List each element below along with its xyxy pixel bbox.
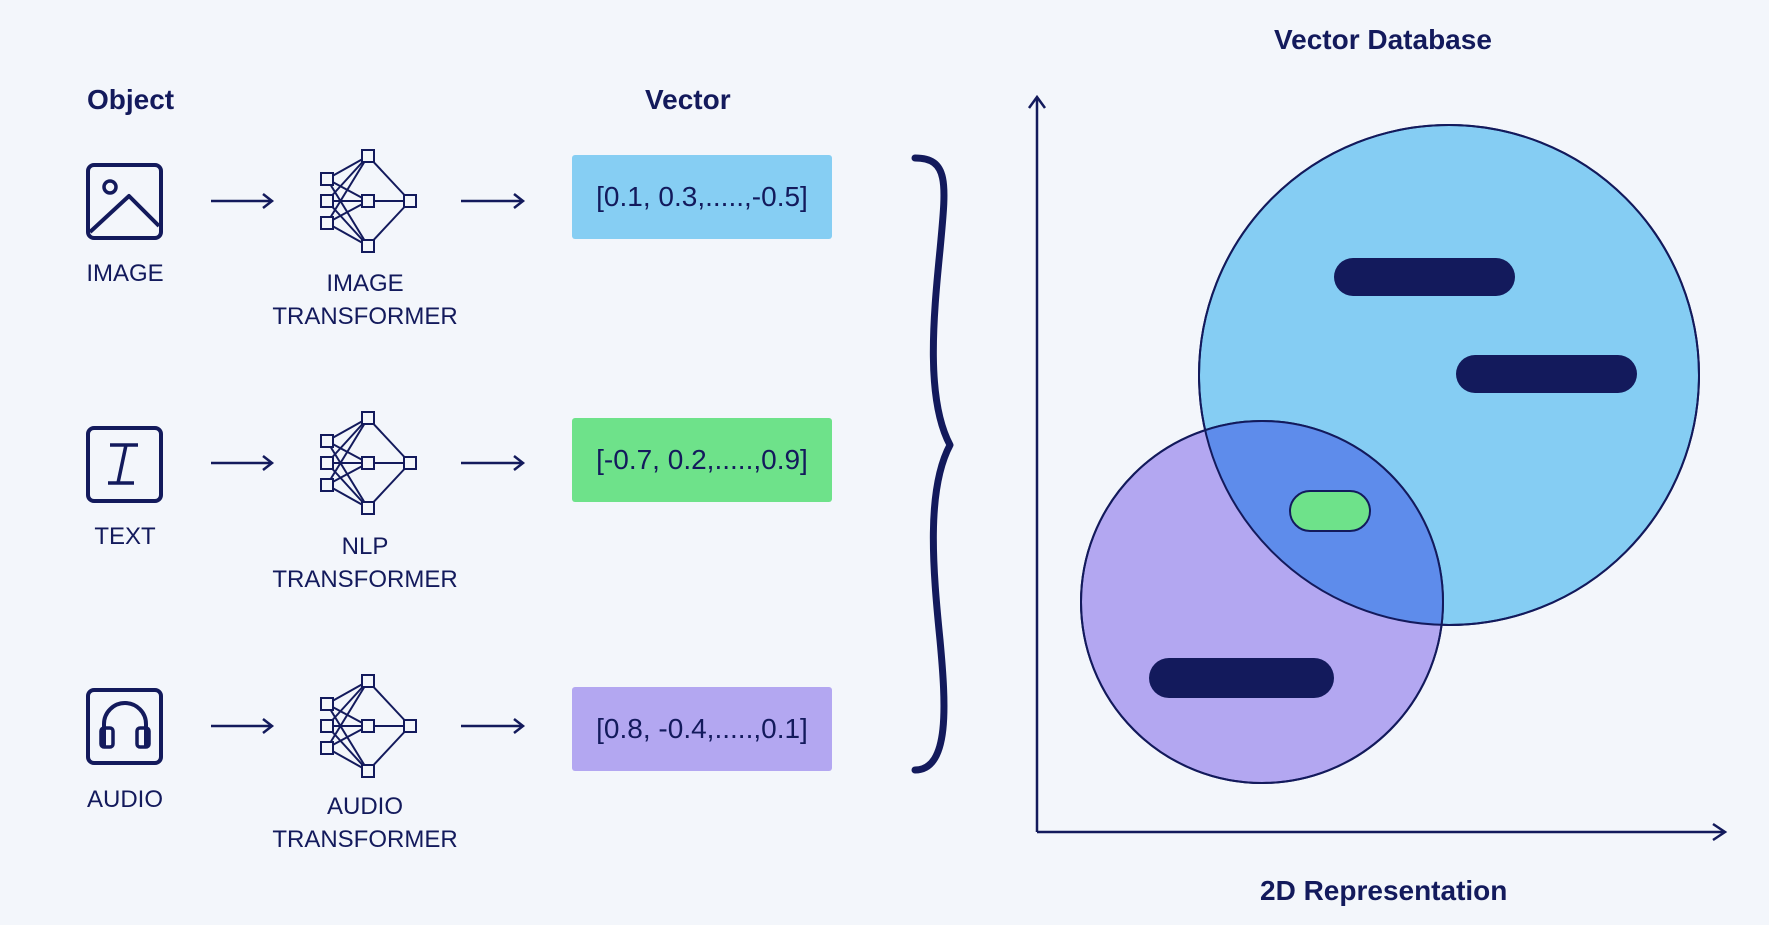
transformer-label-line2: TRANSFORMER [272, 303, 458, 330]
arrow-transformer-to-vector-audio [461, 718, 526, 734]
blue-cluster [1198, 124, 1700, 626]
vector-point-text [1289, 490, 1371, 532]
transformer-label-line1: IMAGE [326, 270, 404, 297]
cluster-overlap [1199, 421, 1443, 625]
arrow-object-to-transformer-audio [211, 718, 275, 734]
transformer-label-line1: AUDIO [326, 793, 403, 820]
transformer-label-image: IMAGE TRANSFORMER [255, 267, 475, 333]
x-axis [1037, 822, 1728, 842]
neural-network-icon-image [320, 149, 417, 253]
arrow-transformer-to-vector-image [461, 193, 526, 209]
arrow-object-to-transformer-nlp [211, 455, 275, 471]
vector-box-audio: [0.8, -0.4,.....,0.1] [572, 687, 832, 771]
object-label-text: TEXT [94, 523, 156, 550]
purple-cluster [1080, 420, 1444, 784]
vector-heading: Vector [645, 84, 731, 115]
object-label-audio: AUDIO [86, 786, 163, 813]
vector-point-image-1 [1334, 258, 1515, 296]
vector-database-heading: Vector Database [1274, 24, 1492, 55]
neural-network-icon-audio [320, 674, 417, 778]
y-axis [1027, 94, 1047, 832]
representation-heading: 2D Representation [1260, 875, 1508, 906]
vector-point-audio [1149, 658, 1334, 698]
object-label-image: IMAGE [86, 260, 164, 287]
arrow-object-to-transformer-image [211, 193, 275, 209]
vector-point-image-2 [1456, 355, 1637, 393]
vector-box-image: [0.1, 0.3,.....,-0.5] [572, 155, 832, 239]
arrow-transformer-to-vector-nlp [461, 455, 526, 471]
object-heading: Object [87, 84, 175, 115]
transformer-label-nlp: NLP TRANSFORMER [255, 530, 475, 596]
transformer-label-line2: TRANSFORMER [272, 826, 458, 853]
transformer-label-audio: AUDIO TRANSFORMER [255, 790, 475, 856]
neural-network-icon-nlp [320, 411, 417, 515]
transformer-label-line2: TRANSFORMER [272, 566, 458, 593]
vector-box-text: [-0.7, 0.2,.....,0.9] [572, 418, 832, 502]
transformer-label-line1: NLP [341, 533, 389, 560]
